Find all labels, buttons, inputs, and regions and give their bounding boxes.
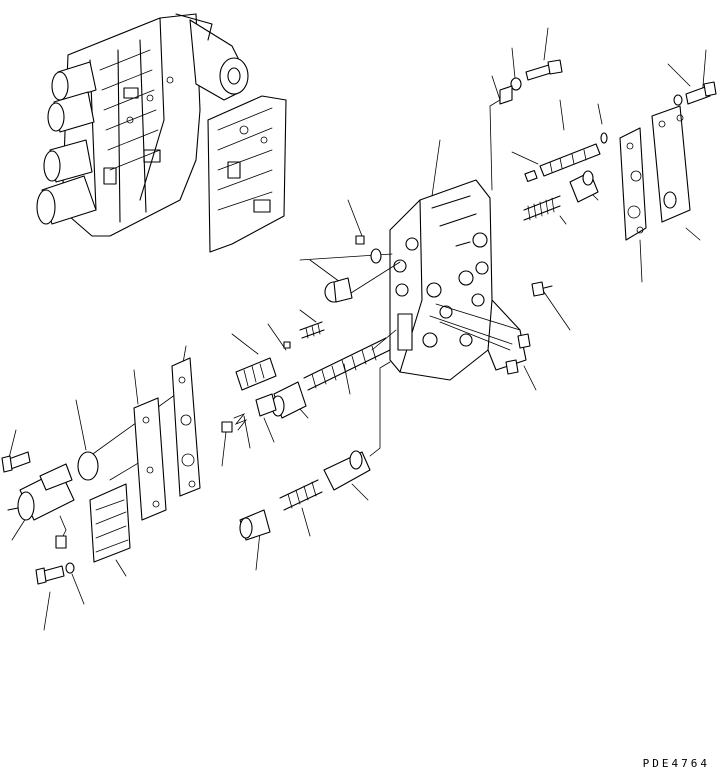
gasket-left [172,358,200,496]
spring-short-center [300,322,324,338]
small-spring-center [234,414,246,430]
threaded-plug-center [236,358,276,390]
drawing-code: PDE4764 [642,757,710,770]
spring-lower [280,480,322,510]
separator-plate-top [208,96,286,252]
spring-right [524,196,560,220]
bolt-side-2 [518,334,530,348]
washer-top-2 [674,95,682,105]
assembled-valve-body [37,14,248,236]
bolt-top-1 [526,60,562,80]
solenoid-left [8,464,74,548]
solenoid-stack [37,62,96,224]
spool-lower [324,451,370,490]
ring-small-left [222,422,232,432]
bolt-side-1 [532,282,552,296]
spool-long-right [540,133,607,176]
small-plug-right [525,171,537,182]
gasket-right [620,128,646,240]
filter-screen-left [78,452,98,480]
cover-plate-right [652,106,690,222]
washer-top-1 [511,78,521,90]
cover-left [134,398,166,520]
collar-center [256,394,276,416]
spring-long-center [304,338,390,390]
plug-cap-center [325,278,352,302]
bolt-left-top [2,452,30,472]
plug-small-top [356,236,364,244]
bracket-clip [500,86,512,104]
bolt-side-3 [506,360,518,374]
ring-small-center [284,342,290,348]
o-ring-center [371,249,381,263]
washer-left-bottom [66,563,74,573]
bolt-top-2 [686,82,716,104]
main-valve-body [390,180,526,380]
bolt-left-bottom [36,566,64,584]
bracket-plates-left [90,484,130,562]
sleeve-center [272,382,306,418]
plug-lower [240,510,270,540]
sleeve-right [570,171,598,202]
